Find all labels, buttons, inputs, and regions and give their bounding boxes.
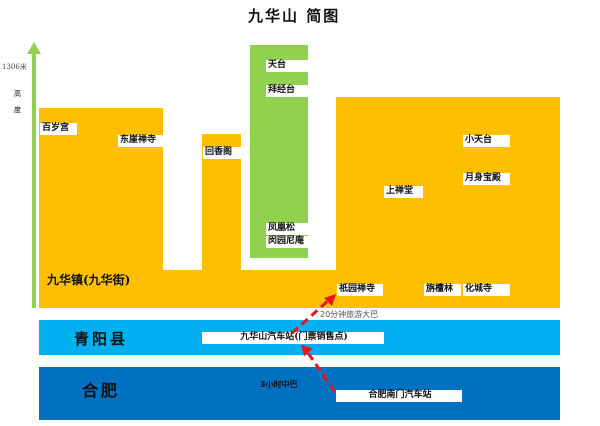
arrowhead [301,344,313,357]
spot-baisuigong[interactable]: 百岁宫 [40,123,77,135]
page-title: 九华山 简图 [248,7,341,25]
axis-label: 高度 [14,90,21,114]
region-jiuhua-town: 九华镇(九华街) [47,273,131,287]
spot-baijingtai[interactable]: 拜经台 [266,85,309,97]
spot-shangchantang[interactable]: 上禅堂 [384,186,423,198]
route-20min-label: 20分钟旅游大巴 [320,310,379,319]
region-qingyang: 青阳县 [74,330,129,348]
spot-yueshen[interactable]: 月身宝殿 [463,173,510,185]
height-value: 1306米 [2,63,27,71]
hefei-bus-station[interactable]: 合肥南门汽车站 [336,390,462,402]
route-3h-label: 3小时中巴 [260,380,298,389]
spot-fenghuangsong[interactable]: 凤凰松 [266,223,309,235]
jiuhua-bus-station[interactable]: 九华山汽车站(门票销售点) [202,332,384,344]
route-hefei-to-jiuhua [304,349,337,393]
spot-minyuan[interactable]: 闵园尼庵 [266,236,309,248]
route-jiuhua-to-qiyuan [290,297,332,335]
region-hefei-band [39,367,560,420]
region-hefei: 合肥 [82,381,121,400]
spot-xiaotiantai[interactable]: 小天台 [463,135,510,147]
spot-tiantai[interactable]: 天台 [266,60,309,72]
spot-huacheng[interactable]: 化城寺 [463,284,510,296]
height-axis-arrow [27,42,41,308]
spot-dongya[interactable]: 东崖禅寺 [118,135,163,147]
mountain-right-block [336,97,560,308]
spot-zhantanlin[interactable]: 旃檀林 [424,284,461,296]
spot-qiyuan[interactable]: 祇园禅寺 [337,284,383,296]
arrowhead [324,294,336,306]
peak-tiantai [250,45,308,258]
spot-huixiangge[interactable]: 回香阁 [203,147,241,159]
